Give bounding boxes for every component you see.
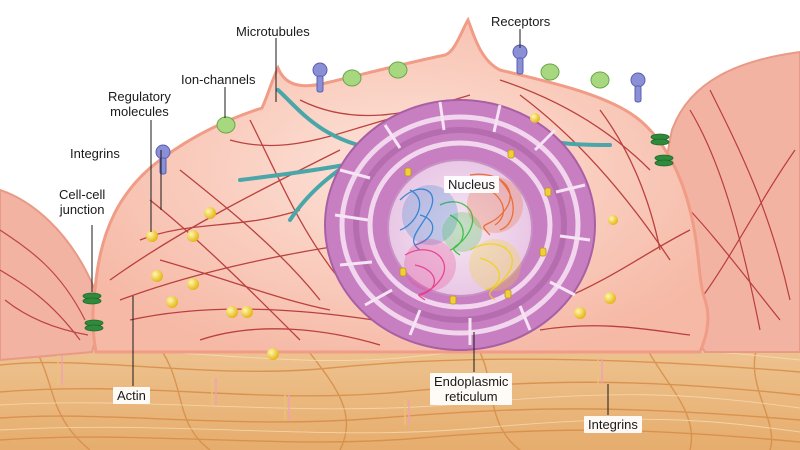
ion-channels-label: Ion-channels [181, 72, 256, 87]
nuclear-pores [399, 149, 552, 305]
regulatory-molecules [146, 113, 618, 360]
integrins [57, 355, 603, 425]
endoplasmic-reticulum-label: Endoplasmic reticulum [430, 373, 513, 405]
leader-lines [91, 29, 609, 415]
ion-channels [216, 61, 610, 134]
integrins-top-label: Integrins [70, 146, 120, 161]
integrins-bottom-label: Integrins [584, 416, 642, 433]
cell-cell-junction-label: Cell-cell junction [59, 187, 106, 217]
regulatory-molecules-label: Regulatory molecules [108, 89, 171, 119]
receptors-label: Receptors [491, 14, 551, 29]
nucleus-label: Nucleus [444, 176, 499, 193]
cell-cell-junctions [82, 133, 674, 332]
actin-label: Actin [113, 387, 150, 404]
microtubules-label: Microtubules [236, 24, 310, 39]
